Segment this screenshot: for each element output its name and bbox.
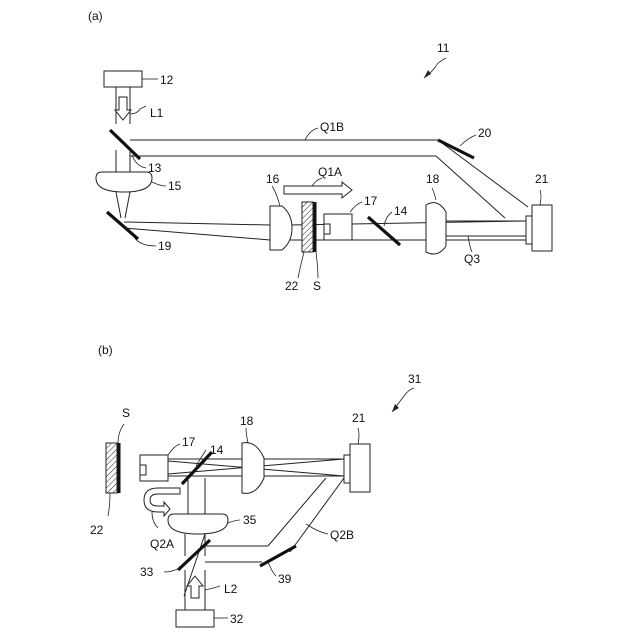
sample-s-b-leader — [118, 424, 124, 443]
path-label-q2b: Q2B — [330, 528, 354, 542]
ref-mirror-20: 20 — [478, 126, 492, 140]
ref-sample-s: S — [313, 279, 321, 293]
objective-17-tip — [324, 224, 330, 234]
sample-holder-22 — [302, 202, 313, 252]
mirror-39 — [260, 546, 296, 566]
detector-21-face — [526, 216, 532, 244]
mirror-13 — [110, 130, 140, 159]
detector-21-b-face — [344, 455, 350, 483]
ref-detector-21: 21 — [535, 172, 549, 186]
lens-16-leader — [272, 186, 280, 206]
apparatus-31-arrowhead — [392, 404, 399, 412]
q3-leader — [468, 236, 472, 252]
mirror-14-leader — [384, 212, 392, 226]
ref-sample-holder-22: 22 — [285, 279, 299, 293]
ref-source-12: 12 — [160, 73, 174, 87]
panel-label-b: (b) — [98, 343, 113, 357]
mirror-20-leader — [460, 135, 476, 146]
mirror-14 — [368, 217, 400, 245]
lens-15 — [96, 172, 152, 192]
beam-19-to-16-lower — [124, 228, 270, 240]
ref-mirror-19: 19 — [158, 239, 172, 253]
mirror-14-b — [182, 452, 212, 484]
path-label-q1b: Q1B — [320, 120, 344, 134]
ref-sample-s-b: S — [122, 406, 130, 420]
ref-mirror-14-b: 14 — [210, 443, 224, 457]
objective-17-b-leader — [168, 444, 180, 455]
beam-lens15-out-left — [116, 192, 121, 218]
mirror-20 — [438, 140, 474, 158]
lens-18-b — [242, 443, 264, 494]
lens-18 — [426, 203, 446, 254]
sample-holder-22-b — [106, 443, 117, 493]
lens-16 — [270, 206, 292, 250]
ref-lens-15: 15 — [168, 179, 182, 193]
arrow-q2a — [144, 488, 180, 516]
detector-21-b — [350, 444, 370, 492]
lens-18-b-leader — [246, 428, 248, 443]
ref-lens-18: 18 — [426, 172, 440, 186]
ref-mirror-14: 14 — [394, 204, 408, 218]
q2a-leader — [152, 512, 158, 528]
path-label-q1a: Q1A — [318, 165, 342, 179]
ref-detector-21-b: 21 — [352, 411, 366, 425]
beam-q1b-diag-upper — [438, 140, 528, 207]
lens-15-leader — [152, 182, 166, 186]
beam-label-l2: L2 — [224, 582, 238, 596]
detector-21-b-leader — [358, 428, 359, 444]
holder-22-leader — [298, 252, 304, 278]
panel-label-a: (a) — [88, 9, 103, 23]
objective-17-leader — [350, 202, 362, 212]
holder-22-b-leader — [108, 493, 110, 516]
beam-label-l1: L1 — [150, 106, 164, 120]
light-source-12 — [104, 71, 142, 87]
ref-source-32: 32 — [230, 612, 244, 626]
q1b-leader — [305, 128, 318, 140]
apparatus-11-arrowhead — [424, 70, 431, 78]
path-label-q2a: Q2A — [150, 537, 174, 551]
figure-a: (a) 11 12 L1 Q1B 20 13 — [88, 9, 552, 293]
figure-b: (b) 31 S 22 17 14 18 21 — [90, 343, 422, 627]
detector-21-leader — [540, 190, 541, 205]
l1-leader — [130, 106, 146, 114]
beam-q1b-diag-lower — [436, 156, 505, 218]
mirror-19 — [107, 212, 138, 239]
down-arrow-l1 — [115, 97, 131, 120]
q1a-leader — [312, 178, 322, 186]
beam-q2b-diag-1 — [268, 478, 326, 546]
ref-lens-35: 35 — [243, 513, 257, 527]
ref-mirror-33: 33 — [140, 565, 154, 579]
arrow-q1a — [284, 182, 352, 198]
ref-objective-17: 17 — [364, 194, 378, 208]
lens-35 — [168, 514, 228, 534]
sample-s-leader — [316, 252, 318, 278]
ref-objective-17-b: 17 — [182, 435, 196, 449]
lens-35-leader — [228, 520, 240, 523]
ref-lens-16: 16 — [266, 172, 280, 186]
beam-lens15-out-right — [125, 192, 130, 218]
ref-lens-18-b: 18 — [240, 414, 254, 428]
light-source-32 — [176, 610, 214, 627]
path-label-q3: Q3 — [464, 252, 480, 266]
l2-leader — [205, 586, 220, 590]
detector-21 — [532, 205, 552, 251]
ref-apparatus-31: 31 — [408, 372, 422, 386]
ref-mirror-39: 39 — [278, 572, 292, 586]
beam-19-to-16-upper — [124, 222, 270, 225]
lens-18-leader — [432, 188, 436, 200]
ref-sample-holder-22-b: 22 — [90, 523, 104, 537]
ref-apparatus-11: 11 — [437, 41, 450, 55]
mirror-39-leader — [268, 562, 276, 576]
objective-17-b-tip — [140, 465, 146, 475]
